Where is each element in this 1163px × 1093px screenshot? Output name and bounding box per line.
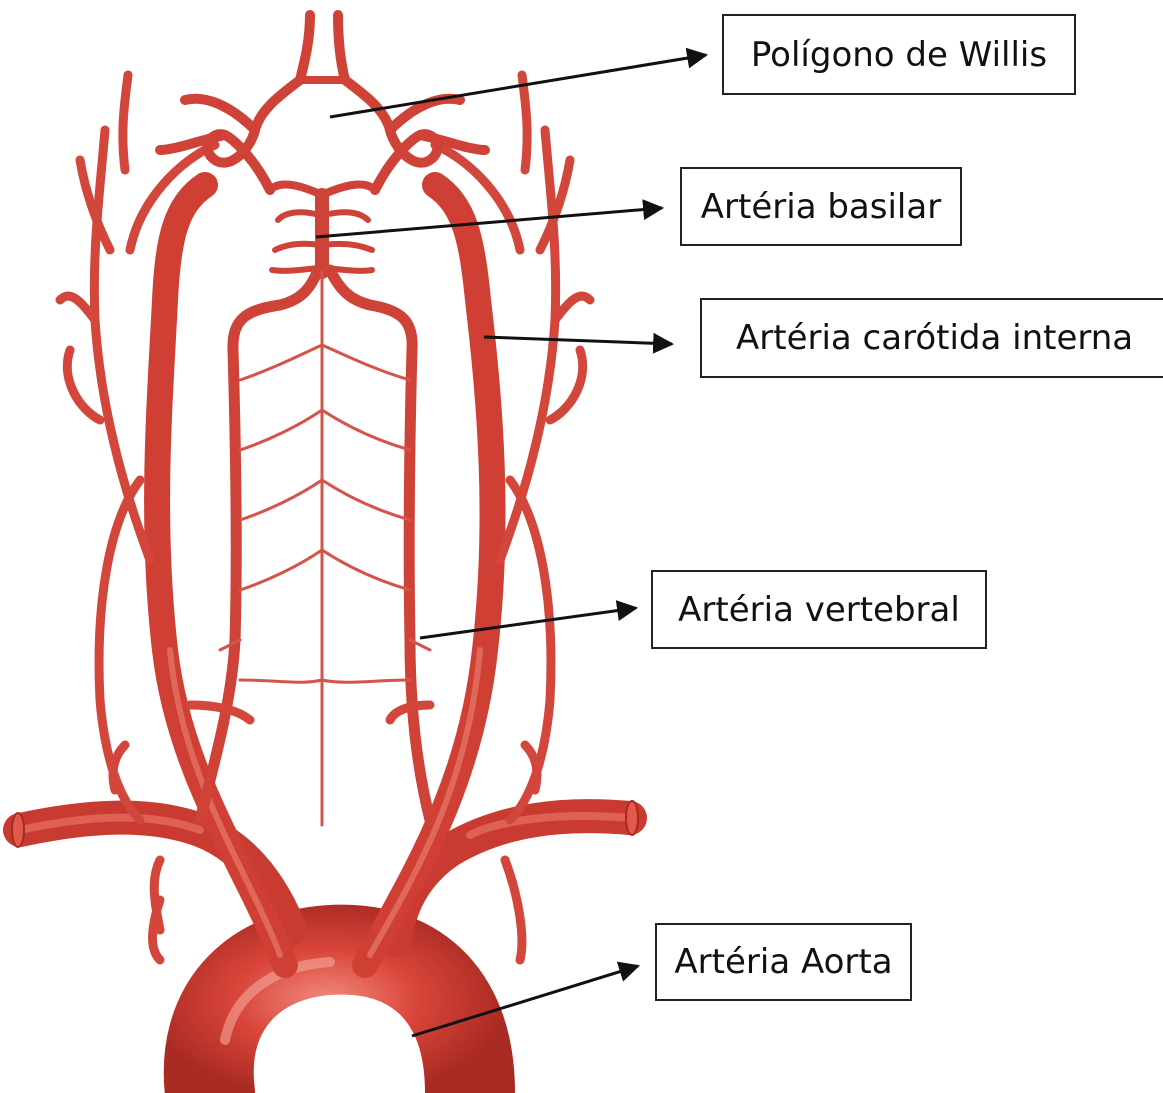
label-arteria-carotida-interna: Artéria carótida interna <box>700 298 1163 378</box>
label-arteria-aorta: Artéria Aorta <box>655 923 912 1001</box>
label-arteria-basilar: Artéria basilar <box>680 167 962 246</box>
spinal-arteries <box>220 272 430 825</box>
leader-willis <box>330 55 706 117</box>
label-text: Artéria Aorta <box>674 942 892 982</box>
label-text: Polígono de Willis <box>751 35 1047 75</box>
label-text: Artéria vertebral <box>678 590 960 630</box>
label-arteria-vertebral: Artéria vertebral <box>651 570 987 649</box>
vertebral-arteries <box>200 270 430 820</box>
basilar-artery <box>270 185 375 272</box>
aortic-arch <box>209 950 470 1093</box>
leader-vertebral <box>420 608 636 638</box>
label-text: Artéria basilar <box>701 187 941 227</box>
leader-carotida <box>484 337 672 344</box>
label-text: Artéria carótida interna <box>736 318 1133 358</box>
circle-of-willis <box>160 15 485 190</box>
artery-illustration <box>12 15 638 1093</box>
label-poligono-de-willis: Polígono de Willis <box>722 14 1076 95</box>
